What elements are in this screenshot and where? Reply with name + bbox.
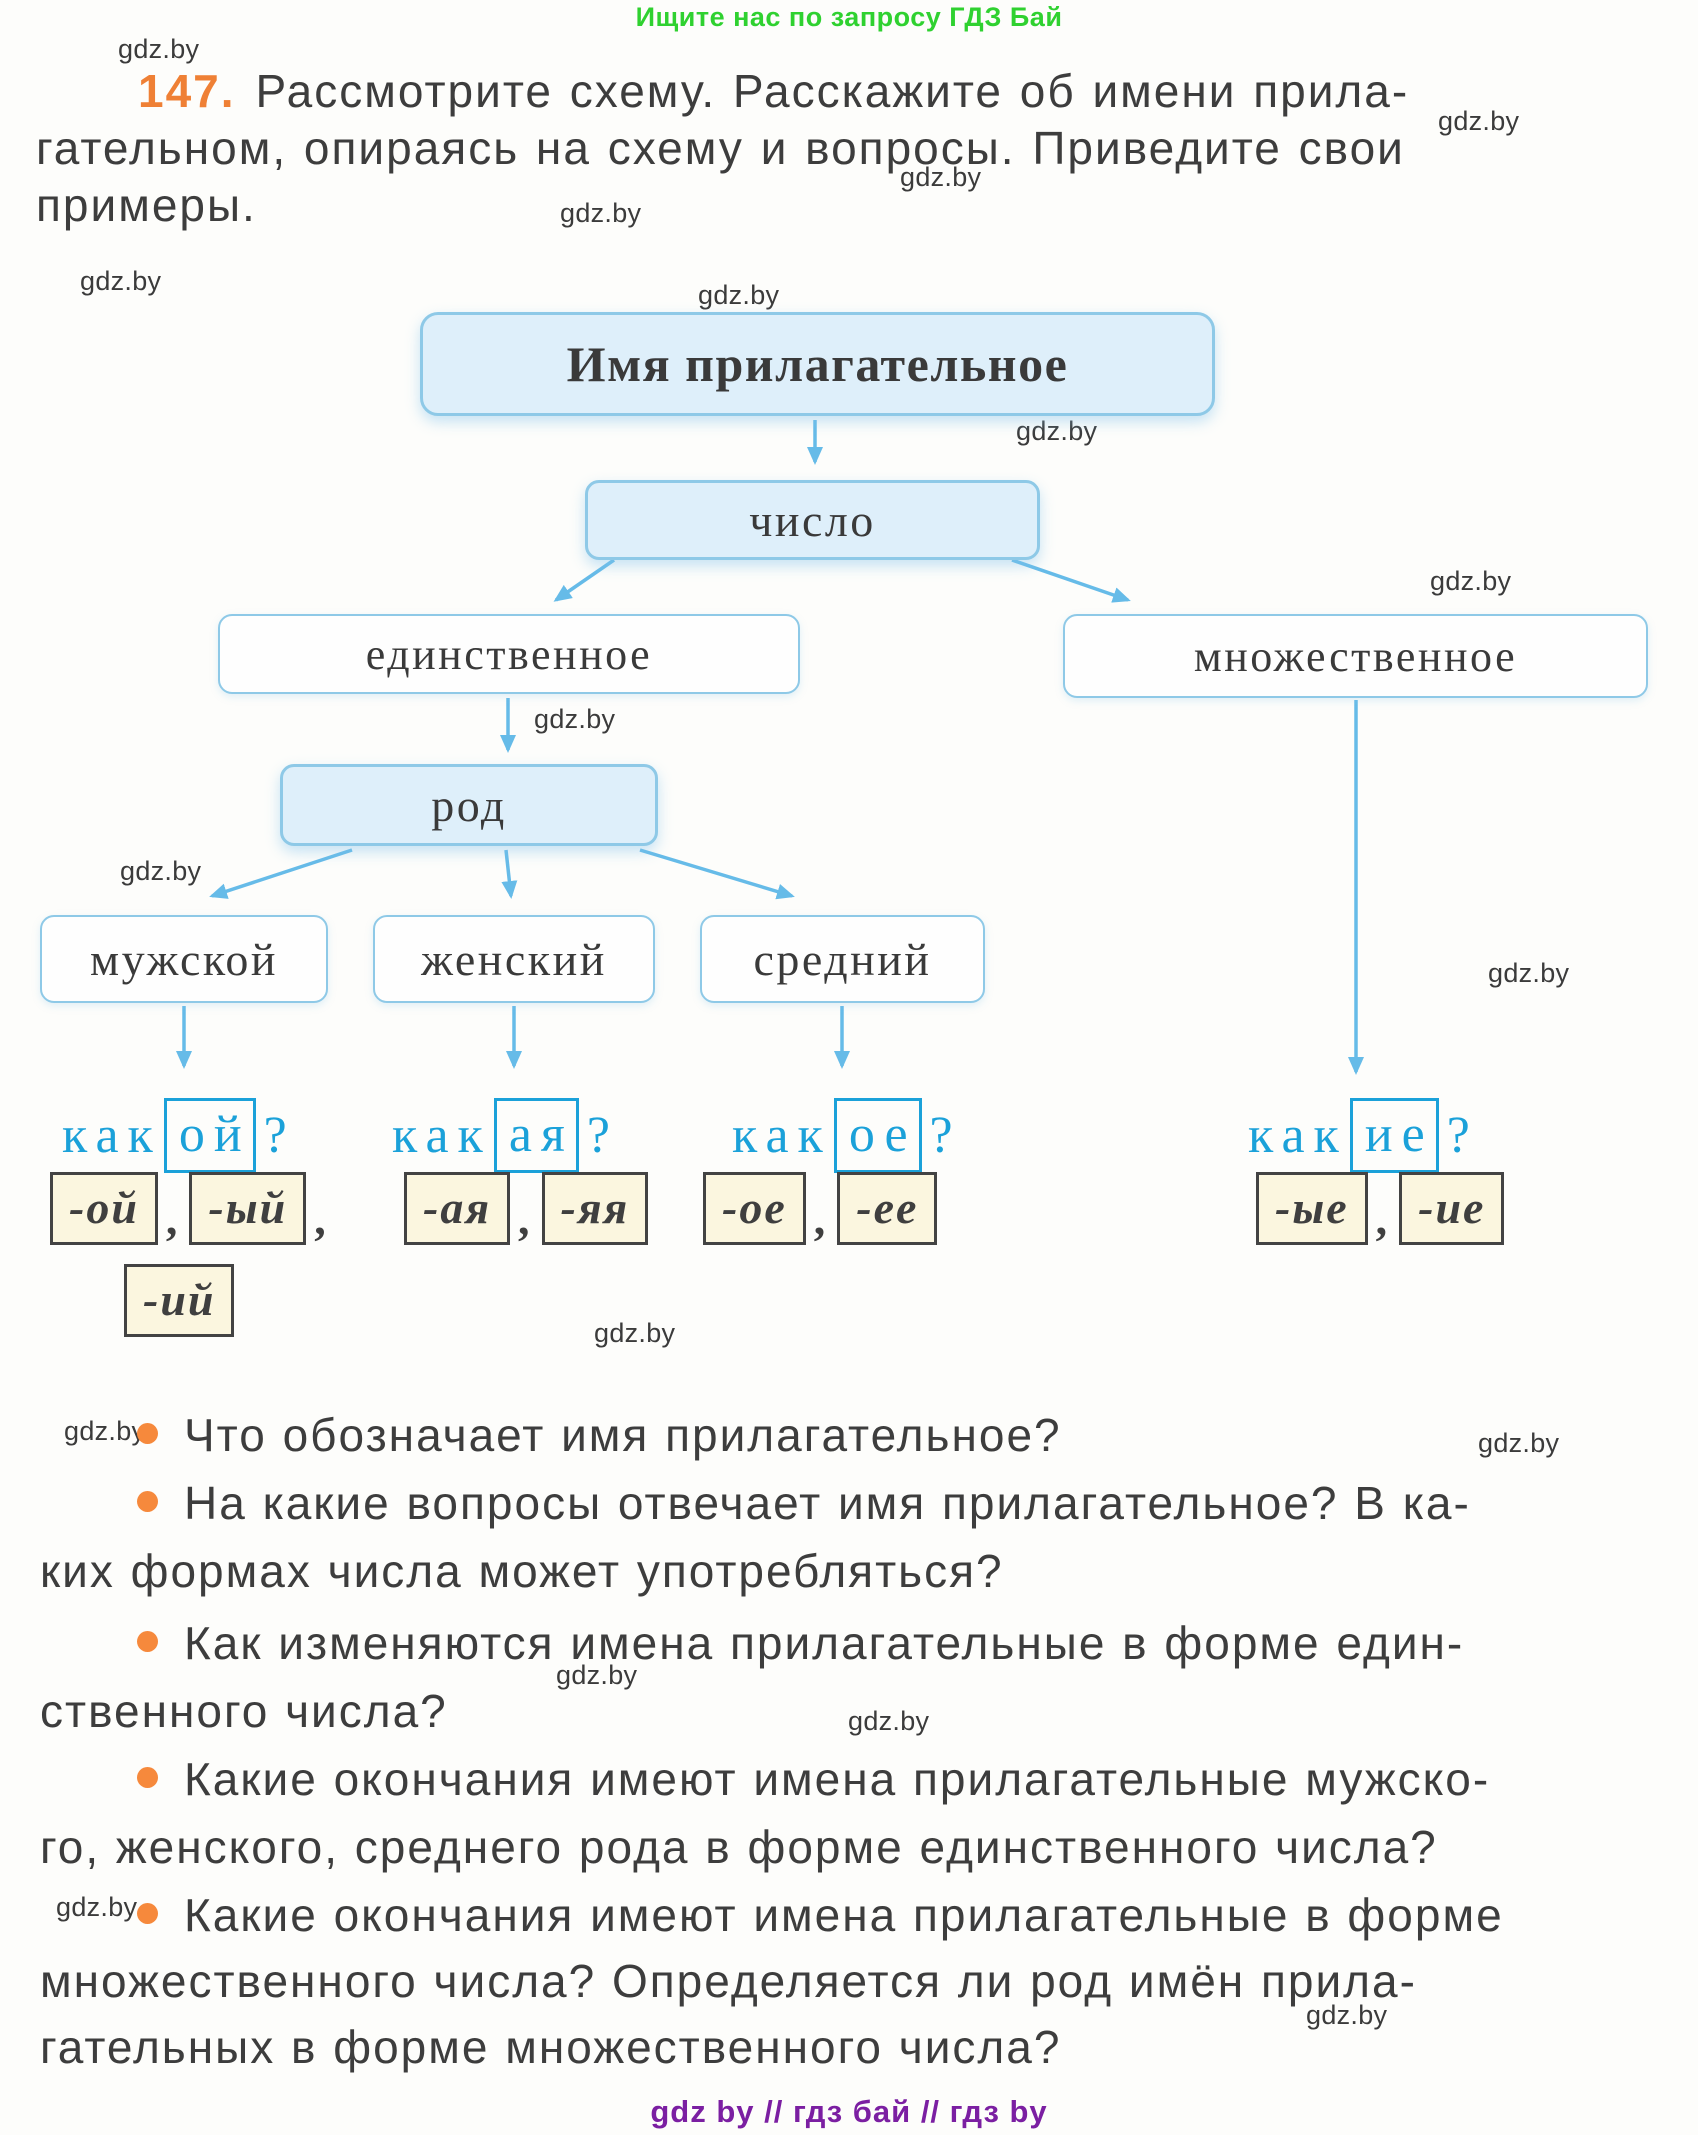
ending-box: -ая xyxy=(404,1172,511,1245)
endings-plural: -ые , -ие xyxy=(1256,1172,1505,1245)
node-number: число xyxy=(585,480,1040,560)
gdz-watermark: gdz.by xyxy=(64,1416,146,1446)
gdz-watermark: gdz.by xyxy=(1488,958,1570,988)
question-ending-box: ое xyxy=(833,1098,922,1173)
arrow-gender-to-masculine xyxy=(209,848,353,899)
gdz-watermark: gdz.by xyxy=(848,1706,930,1736)
bullet-question-5-line-2: множественного числа? Определяется ли ро… xyxy=(40,1954,1417,2008)
endings-masculine-row2: -ий xyxy=(124,1264,235,1337)
bullet-question-2: На какие вопросы отвечает имя прилагател… xyxy=(137,1476,1471,1530)
comma: , xyxy=(518,1193,530,1244)
gdz-watermark: gdz.by xyxy=(118,34,200,64)
endings-masculine: -ой , -ый , xyxy=(50,1172,338,1245)
bullet-icon xyxy=(137,1767,158,1788)
gdz-watermark: gdz.by xyxy=(80,266,162,296)
node-neuter: средний xyxy=(700,915,985,1003)
site-footer: gdz by // гдз бай // гдз by xyxy=(650,2094,1048,2129)
gdz-watermark: gdz.by xyxy=(120,856,202,886)
gdz-watermark: gdz.by xyxy=(1438,106,1520,136)
bullet-text: ких формах числа может употребляться? xyxy=(40,1545,1004,1597)
exercise-line-1: 147. Рассмотрите схему. Расскажите об име… xyxy=(138,64,1409,118)
gdz-watermark: gdz.by xyxy=(556,1660,638,1690)
ending-box: -ий xyxy=(124,1264,235,1337)
node-singular: единственное xyxy=(218,614,800,694)
bullet-icon xyxy=(137,1491,158,1512)
ending-box: -ой xyxy=(50,1172,158,1245)
bullet-text: Какие окончания имеют имена прилагательн… xyxy=(184,1889,1504,1941)
question-mark: ? xyxy=(929,1107,953,1164)
gdz-watermark: gdz.by xyxy=(1306,2000,1388,2030)
bullet-question-3-line-2: ственного числа? xyxy=(40,1684,448,1738)
exercise-text-1: Рассмотрите схему. Расскажите об имени п… xyxy=(255,65,1410,117)
bullet-question-5-line-3: гательных в форме множественного числа? xyxy=(40,2020,1061,2074)
bullet-question-2-line-2: ких формах числа может употребляться? xyxy=(40,1544,1004,1598)
gdz-watermark: gdz.by xyxy=(56,1892,138,1922)
question-mark: ? xyxy=(1446,1107,1470,1164)
ending-box: -ые xyxy=(1256,1172,1368,1245)
comma: , xyxy=(813,1193,826,1244)
ending-box: -яя xyxy=(541,1172,649,1245)
question-stem: как xyxy=(392,1107,492,1164)
bullet-question-3: Как изменяются имена прилагательные в фо… xyxy=(137,1616,1464,1670)
ending-box: -ый xyxy=(189,1172,307,1245)
gdz-watermark: gdz.by xyxy=(900,162,982,192)
bullet-text: Что обозначает имя прилагательное? xyxy=(184,1409,1062,1461)
question-ending-box: ие xyxy=(1349,1098,1439,1173)
bullet-question-4-line-2: го, женского, среднего рода в форме един… xyxy=(40,1820,1438,1874)
bullet-text: ственного числа? xyxy=(40,1685,448,1737)
exercise-line-2: гательном, опираясь на схему и вопросы. … xyxy=(36,122,1405,174)
bullet-text: гательных в форме множественного числа? xyxy=(40,2021,1062,2073)
arrow-gender-to-feminine xyxy=(501,849,518,899)
gdz-watermark: gdz.by xyxy=(560,198,642,228)
bullet-icon xyxy=(137,1423,158,1444)
node-masculine: мужской xyxy=(40,915,328,1003)
bullet-question-1: Что обозначает имя прилагательное? xyxy=(137,1408,1062,1462)
gdz-watermark: gdz.by xyxy=(1016,416,1098,446)
question-stem: как xyxy=(1248,1107,1348,1164)
gdz-watermark: gdz.by xyxy=(1430,566,1512,596)
ending-box: -ие xyxy=(1399,1172,1505,1245)
bullet-text: Какие окончания имеют имена прилагательн… xyxy=(184,1753,1491,1805)
node-adjective-root: Имя прилагательное xyxy=(420,312,1215,416)
question-stem: как xyxy=(732,1107,832,1164)
bullet-text: Как изменяются имена прилагательные в фо… xyxy=(184,1617,1465,1669)
bullet-text: го, женского, среднего рода в форме един… xyxy=(40,1821,1438,1873)
arrow-gender-to-neuter xyxy=(639,848,795,900)
arrow-number-to-singular xyxy=(553,558,615,602)
ending-box: -ое xyxy=(703,1172,806,1245)
bullet-text: На какие вопросы отвечает имя прилагател… xyxy=(184,1477,1471,1529)
promo-header: Ищите нас по запросу ГДЗ Бай xyxy=(635,2,1063,32)
endings-feminine: -ая , -яя xyxy=(404,1172,649,1245)
question-mark: ? xyxy=(263,1107,287,1164)
gdz-watermark: gdz.by xyxy=(698,280,780,310)
ending-box: -ее xyxy=(837,1172,938,1245)
node-gender: род xyxy=(280,764,658,846)
question-ending-box: ой xyxy=(163,1098,256,1173)
gdz-watermark: gdz.by xyxy=(594,1318,676,1348)
question-ending-box: ая xyxy=(493,1098,579,1173)
question-stem: как xyxy=(62,1107,162,1164)
bullet-icon xyxy=(137,1631,158,1652)
node-plural: множественное xyxy=(1063,614,1648,698)
comma: , xyxy=(165,1193,178,1244)
comma: , xyxy=(314,1193,326,1244)
question-mark: ? xyxy=(586,1107,610,1164)
gdz-watermark: gdz.by xyxy=(534,704,616,734)
bullet-text: множественного числа? Определяется ли ро… xyxy=(40,1955,1417,2007)
bullet-question-4: Какие окончания имеют имена прилагательн… xyxy=(137,1752,1490,1806)
bullet-icon xyxy=(137,1903,158,1924)
node-feminine: женский xyxy=(373,915,655,1003)
arrow-number-to-plural xyxy=(1011,558,1131,603)
endings-neuter: -ое , -ее xyxy=(703,1172,938,1245)
exercise-line-3: примеры. xyxy=(36,179,257,231)
bullet-question-5: Какие окончания имеют имена прилагательн… xyxy=(137,1888,1504,1942)
gdz-watermark: gdz.by xyxy=(1478,1428,1560,1458)
comma: , xyxy=(1375,1193,1388,1244)
exercise-number: 147. xyxy=(138,65,236,117)
